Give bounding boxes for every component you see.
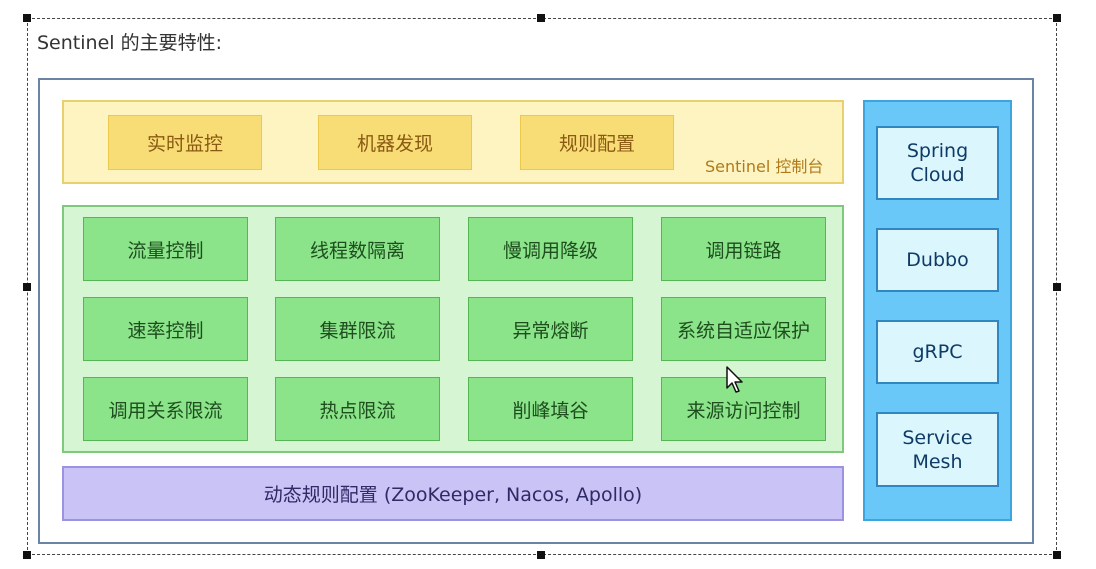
mouse-cursor-icon — [726, 366, 743, 393]
console-item-discovery: 机器发现 — [318, 115, 472, 170]
integration-service-mesh: Service Mesh — [876, 412, 999, 487]
feature-item: 热点限流 — [275, 377, 440, 441]
feature-item: 流量控制 — [83, 217, 248, 281]
feature-item: 削峰填谷 — [468, 377, 633, 441]
integration-dubbo: Dubbo — [876, 228, 999, 292]
feature-item: 异常熔断 — [468, 297, 633, 361]
resize-handle-bottom[interactable] — [537, 551, 545, 559]
feature-item: 线程数隔离 — [275, 217, 440, 281]
feature-item: 调用关系限流 — [83, 377, 248, 441]
dynamic-config-bar: 动态规则配置 (ZooKeeper, Nacos, Apollo) — [62, 466, 844, 521]
feature-item: 集群限流 — [275, 297, 440, 361]
resize-handle-top-right[interactable] — [1053, 14, 1061, 22]
slide-caption: Sentinel 的主要特性: — [37, 32, 222, 54]
resize-handle-right[interactable] — [1053, 283, 1061, 291]
feature-item: 系统自适应保护 — [661, 297, 826, 361]
feature-item: 来源访问控制 — [661, 377, 826, 441]
resize-handle-top-left[interactable] — [23, 14, 31, 22]
resize-handle-bottom-right[interactable] — [1053, 551, 1061, 559]
feature-item: 慢调用降级 — [468, 217, 633, 281]
console-label: Sentinel 控制台 — [705, 157, 824, 176]
feature-item: 速率控制 — [83, 297, 248, 361]
feature-item: 调用链路 — [661, 217, 826, 281]
resize-handle-bottom-left[interactable] — [23, 551, 31, 559]
resize-handle-left[interactable] — [23, 283, 31, 291]
integration-grpc: gRPC — [876, 320, 999, 384]
integration-spring-cloud: Spring Cloud — [876, 126, 999, 200]
console-item-rules: 规则配置 — [520, 115, 674, 170]
console-item-monitoring: 实时监控 — [108, 115, 262, 170]
resize-handle-top[interactable] — [537, 14, 545, 22]
